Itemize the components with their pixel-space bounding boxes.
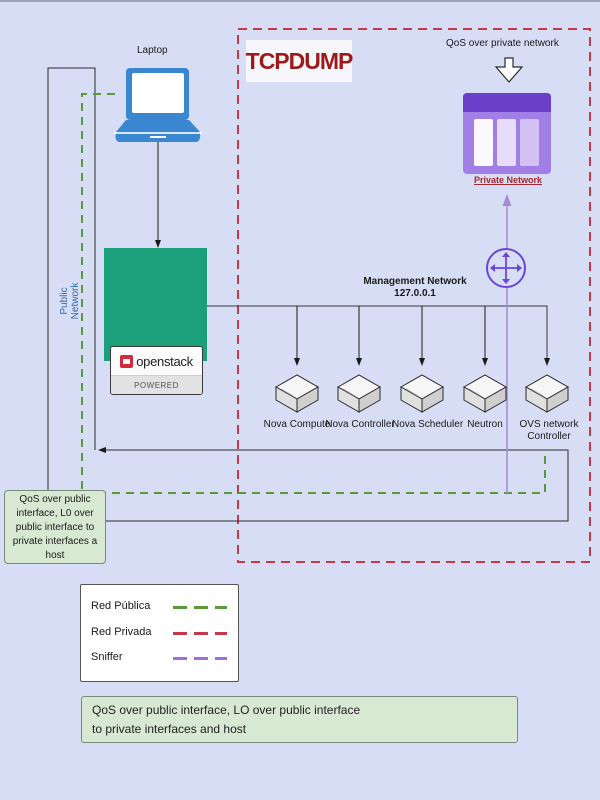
openstack-powered-text: POWERED	[111, 375, 202, 394]
private-network-column	[474, 119, 493, 166]
private-network-label[interactable]: Private Network	[473, 175, 543, 185]
server-box-icon	[524, 374, 570, 413]
laptop-icon	[114, 68, 202, 142]
private-network-header	[463, 93, 551, 112]
qos-public-note: QoS over public interface, LO over publi…	[81, 696, 518, 743]
openstack-server[interactable]	[104, 248, 207, 361]
openstack-logo-icon	[120, 354, 134, 368]
management-network-label: Management Network 127.0.0.1	[350, 276, 480, 300]
node-nova-compute[interactable]: Nova Compute	[263, 419, 331, 430]
top-border	[0, 0, 600, 2]
server-box-icon	[336, 374, 382, 413]
public-network-label: Public Network	[59, 282, 81, 320]
router-icon	[486, 248, 526, 288]
public-network-dashed	[81, 93, 546, 494]
qos-public-note-line2: to private interfaces and host	[92, 722, 247, 736]
legend-label-sniffer: Sniffer	[91, 651, 123, 663]
server-box-icon	[274, 374, 320, 413]
public-network-loop	[47, 67, 96, 492]
management-network-ip: 127.0.0.1	[394, 288, 436, 299]
node-nova-controller[interactable]: Nova Controller	[325, 419, 395, 430]
legend-swatch-public	[173, 606, 227, 609]
qos-public-note-small: QoS over public interface, L0 over publi…	[4, 490, 106, 564]
management-network-title: Management Network	[363, 276, 467, 287]
tcpdump-logo-text: TCPDUMP	[245, 47, 354, 74]
openstack-powered-badge: openstack POWERED	[110, 346, 203, 395]
node-nova-scheduler[interactable]: Nova Scheduler	[392, 419, 464, 430]
management-bus	[207, 305, 550, 366]
private-network-column	[497, 119, 516, 166]
private-network-icon[interactable]	[463, 93, 551, 174]
legend: Red Pública Red Privada Sniffer	[80, 584, 239, 682]
node-neutron[interactable]: Neutron	[467, 419, 503, 430]
legend-label-public: Red Pública	[91, 600, 151, 612]
down-arrow-icon	[494, 57, 524, 83]
server-box-icon	[462, 374, 508, 413]
node-ovs-network-controller[interactable]: OVS network Controller	[517, 419, 581, 443]
private-network-boundary	[237, 28, 591, 563]
openstack-name: openstack	[136, 353, 193, 369]
legend-swatch-sniffer	[173, 657, 227, 660]
legend-label-private: Red Privada	[91, 626, 152, 638]
laptop-label: Laptop	[137, 45, 168, 56]
ovs-label-line1: OVS network	[519, 419, 579, 430]
ovs-return-line	[98, 447, 569, 522]
qos-private-label: QoS over private network	[446, 38, 559, 49]
legend-swatch-private	[173, 632, 227, 635]
server-box-icon	[399, 374, 445, 413]
private-network-column	[520, 119, 539, 166]
qos-public-note-line1: QoS over public interface, LO over publi…	[92, 703, 361, 717]
tcpdump-logo: TCPDUMP	[245, 40, 354, 82]
ovs-label-line2: Controller	[527, 431, 571, 442]
